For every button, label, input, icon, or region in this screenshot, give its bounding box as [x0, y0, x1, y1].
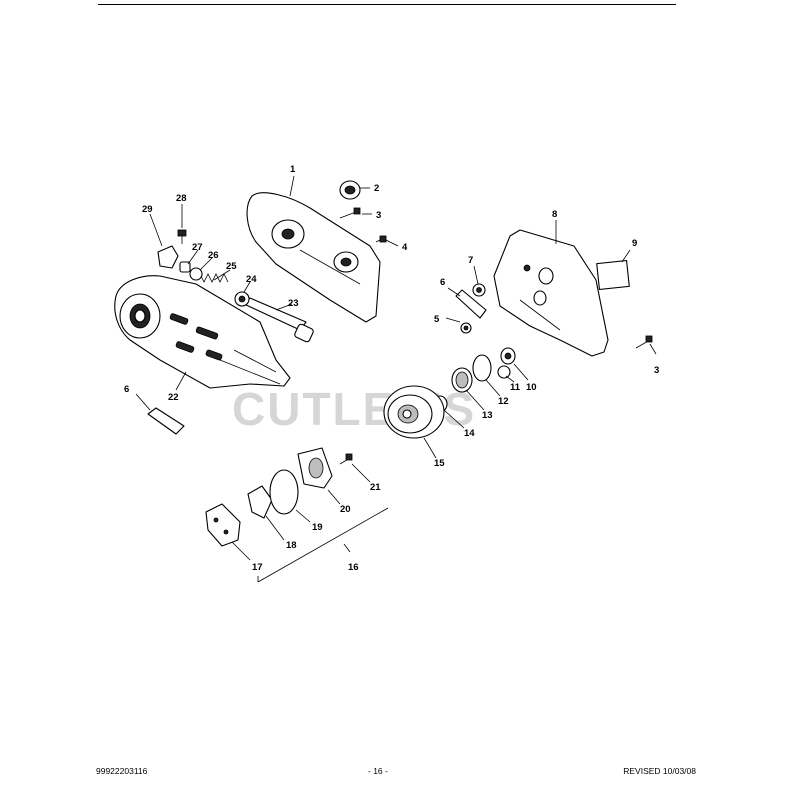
callout-labels: 1 2 3 4 5 6 7 8 9 3 10 11 12 13 14 15 16… [124, 164, 659, 573]
part-29-bracket [157, 245, 179, 269]
callout-23: 23 [288, 298, 299, 309]
page-number: - 16 - [368, 766, 388, 776]
callout-8: 8 [552, 209, 557, 220]
part-27-bushing [179, 261, 191, 273]
part-13-bearing [451, 367, 473, 393]
callout-6-left: 6 [124, 384, 129, 395]
part-1-belt-guard [246, 192, 381, 323]
callout-25: 25 [226, 261, 237, 272]
part-18-clutch-hub [247, 485, 273, 519]
callout-5: 5 [434, 314, 440, 325]
callout-28: 28 [176, 193, 187, 204]
part-21-screw [339, 453, 353, 465]
callout-4: 4 [402, 242, 408, 253]
callout-3-top: 3 [376, 210, 381, 221]
callout-26: 26 [208, 250, 219, 261]
part-28-screw [177, 229, 187, 244]
part-3-screw-right [635, 335, 653, 349]
part-15-clutch-drum [383, 385, 445, 439]
part-8-cover [493, 229, 609, 357]
leader-lines [135, 175, 657, 583]
callout-18: 18 [286, 540, 297, 551]
callout-10: 10 [526, 382, 537, 393]
part-2-fitting [339, 180, 361, 200]
part-22-arm-assembly [114, 275, 291, 389]
callout-6-right: 6 [440, 277, 445, 288]
callout-17: 17 [252, 562, 263, 573]
callout-3-right: 3 [654, 365, 659, 376]
part-19-clutch-spring [269, 469, 299, 515]
top-rule [98, 4, 676, 5]
callout-22: 22 [168, 392, 179, 403]
part-11-washer [497, 365, 511, 379]
part-25-spring [199, 273, 229, 283]
part-23-tension-bolt [243, 297, 314, 343]
callout-29: 29 [142, 204, 153, 215]
callout-24: 24 [246, 274, 257, 285]
revision-date: REVISED 10/03/08 [623, 766, 696, 776]
callout-7: 7 [468, 255, 473, 266]
callout-12: 12 [498, 396, 509, 407]
callout-2: 2 [374, 183, 379, 194]
part-20-clutch-shoe [297, 447, 333, 489]
callout-27: 27 [192, 242, 203, 253]
part-4-screw [375, 235, 387, 243]
document-number: 99922203116 [96, 766, 148, 776]
callout-16: 16 [348, 562, 359, 573]
callout-9: 9 [632, 238, 637, 249]
part-6-plate-right [455, 289, 487, 319]
callout-20: 20 [340, 504, 351, 515]
part-6-plate-left [147, 407, 185, 435]
callout-1: 1 [290, 164, 296, 175]
part-3-screw-top [339, 207, 361, 219]
callout-19: 19 [312, 522, 323, 533]
part-9-label [596, 259, 630, 291]
part-12-snap-ring [472, 354, 492, 382]
callout-21: 21 [370, 482, 381, 493]
callout-14: 14 [464, 428, 475, 439]
callout-11: 11 [510, 382, 521, 393]
part-10-nut [500, 347, 516, 365]
callout-13: 13 [482, 410, 493, 421]
part-17-clutch-plate [205, 503, 241, 547]
callout-15: 15 [434, 458, 445, 469]
part-26-washer [189, 267, 203, 281]
